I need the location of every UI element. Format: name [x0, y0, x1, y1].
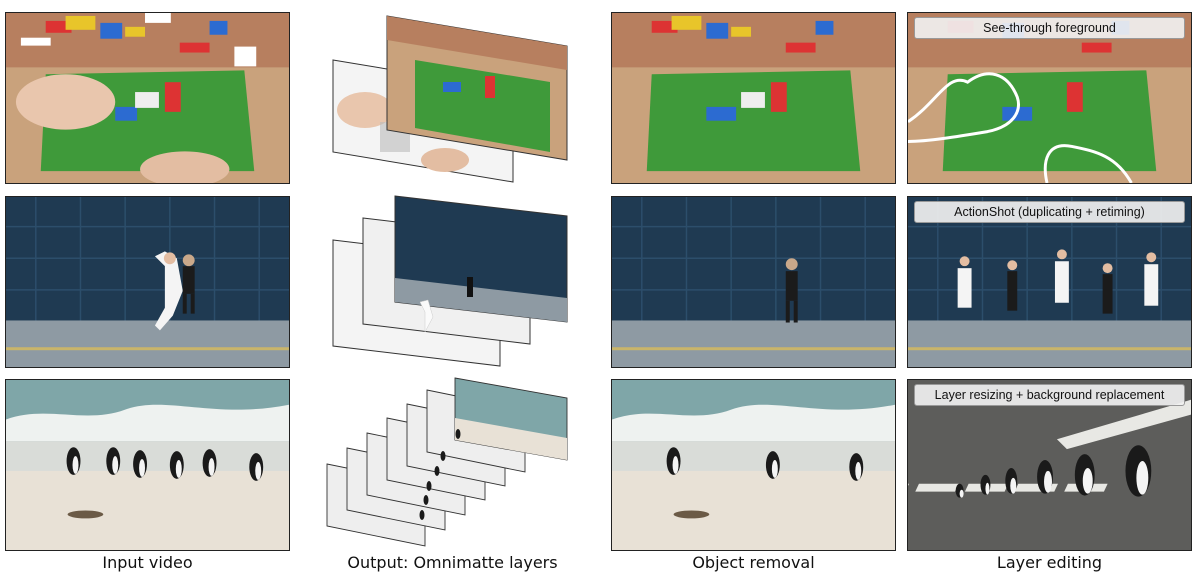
- layer-stack-lego: [325, 10, 575, 188]
- caption-omnimatte-layers: Output: Omnimatte layers: [347, 553, 558, 572]
- edit-frame-lego: See-through foreground: [907, 12, 1192, 184]
- edit-frame-skate: ActionShot (duplicating + retiming): [907, 196, 1192, 368]
- layer-stack-penguin: [325, 376, 575, 554]
- edit-label-lego: See-through foreground: [914, 17, 1185, 39]
- edit-label-penguin: Layer resizing + background replacement: [914, 384, 1185, 406]
- input-frame-lego: [5, 12, 290, 184]
- input-frame-penguin: [5, 379, 290, 551]
- layer-stack-skate: [325, 192, 575, 370]
- removal-frame-penguin: [611, 379, 896, 551]
- caption-input-video: Input video: [102, 553, 193, 572]
- removal-frame-skate: [611, 196, 896, 368]
- edit-frame-penguin: Layer resizing + background replacement: [907, 379, 1192, 551]
- removal-frame-lego: [611, 12, 896, 184]
- edit-label-skate: ActionShot (duplicating + retiming): [914, 201, 1185, 223]
- caption-layer-editing: Layer editing: [996, 553, 1103, 572]
- input-frame-skate: [5, 196, 290, 368]
- caption-object-removal: Object removal: [692, 553, 815, 572]
